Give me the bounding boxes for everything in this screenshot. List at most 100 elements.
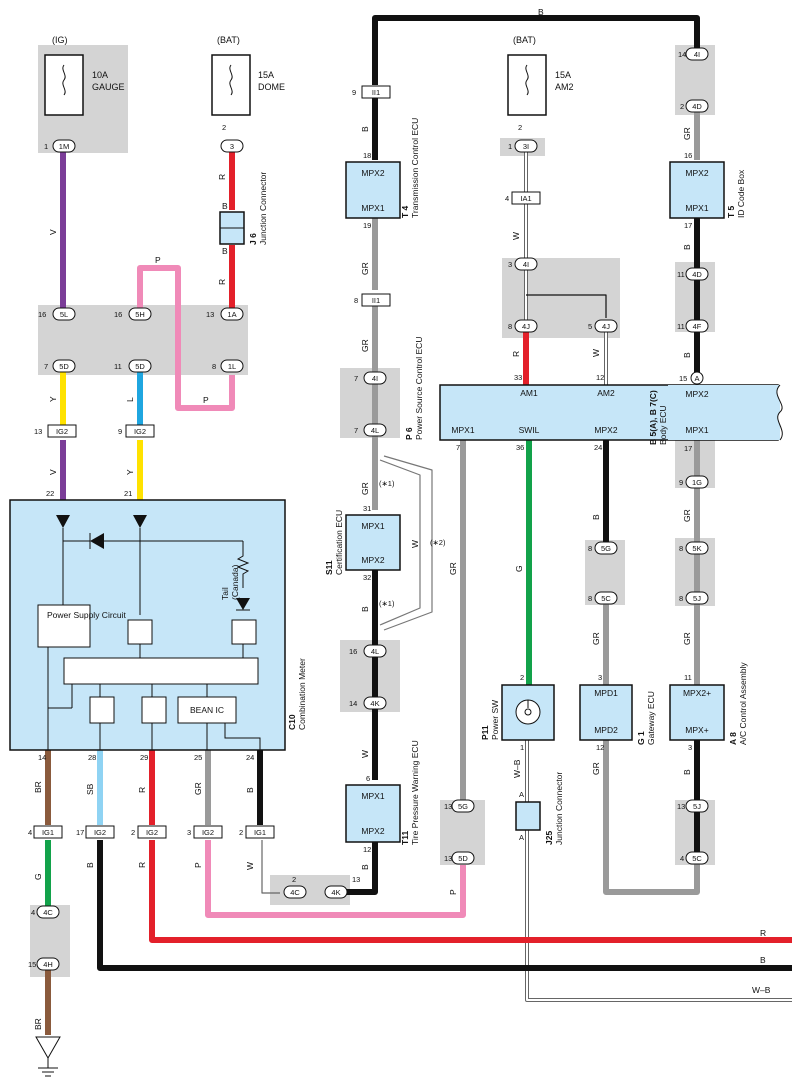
svg-text:SWIL: SWIL bbox=[519, 425, 540, 435]
svg-text:4D: 4D bbox=[692, 270, 702, 279]
connector-5g: 5G bbox=[594, 541, 618, 555]
svg-text:4: 4 bbox=[31, 908, 35, 917]
svg-text:15: 15 bbox=[679, 374, 687, 383]
svg-text:J25: J25 bbox=[544, 831, 554, 845]
svg-text:7: 7 bbox=[456, 443, 460, 452]
fuse-am2-name: AM2 bbox=[555, 82, 574, 92]
connector-ig1-a: IG1 bbox=[33, 825, 63, 839]
svg-text:13: 13 bbox=[444, 854, 452, 863]
svg-text:2: 2 bbox=[518, 123, 522, 132]
fuse-am2-rating: 15A bbox=[555, 70, 571, 80]
connector-1m: 1M bbox=[52, 139, 76, 153]
svg-text:W: W bbox=[245, 862, 255, 870]
svg-text:MPX2: MPX2 bbox=[685, 168, 708, 178]
connector-4h: 4H bbox=[36, 957, 60, 971]
connector-5j-2: 5J bbox=[685, 799, 709, 813]
svg-text:MPX1: MPX1 bbox=[685, 425, 708, 435]
connector-ii1-a: II1 bbox=[361, 85, 391, 99]
component-t11: MPX1 MPX2 T11 Tire Pressure Warning ECU bbox=[345, 740, 420, 845]
connector-4i-2: 4I bbox=[514, 257, 538, 271]
pin-numbers: 1 2 16 7 16 11 13 8 13 9 22 21 9 18 19 8… bbox=[28, 50, 692, 969]
svg-text:GR: GR bbox=[448, 562, 458, 575]
svg-text:14: 14 bbox=[678, 50, 686, 59]
svg-text:4J: 4J bbox=[602, 322, 610, 331]
svg-text:A/C Control Assembly: A/C Control Assembly bbox=[738, 662, 748, 745]
svg-text:Y: Y bbox=[48, 396, 58, 402]
svg-text:S11: S11 bbox=[324, 560, 334, 575]
component-c10: Power Supply Circuit BEAN IC Tail (Canad… bbox=[9, 499, 307, 751]
svg-text:(Canada): (Canada) bbox=[230, 564, 240, 600]
connector-5d-3: 5D bbox=[451, 851, 475, 865]
svg-text:14: 14 bbox=[38, 753, 46, 762]
connector-ig2-e: IG2 bbox=[193, 825, 223, 839]
svg-text:5J: 5J bbox=[693, 594, 701, 603]
svg-text:A: A bbox=[519, 790, 524, 799]
connector-4l: 4L bbox=[363, 423, 387, 437]
svg-text:5: 5 bbox=[588, 322, 592, 331]
svg-text:Y: Y bbox=[125, 469, 135, 475]
svg-text:8: 8 bbox=[679, 594, 683, 603]
svg-text:17: 17 bbox=[684, 221, 692, 230]
component-p11: P11 Power SW bbox=[480, 684, 555, 741]
svg-text:W: W bbox=[511, 232, 521, 240]
svg-text:GR: GR bbox=[193, 782, 203, 795]
component-t5: MPX2 MPX1 T 5 ID Code Box bbox=[669, 161, 746, 219]
svg-text:12: 12 bbox=[596, 373, 604, 382]
svg-text:2: 2 bbox=[222, 123, 226, 132]
wire-w-loop2 bbox=[383, 455, 433, 631]
svg-text:5D: 5D bbox=[59, 362, 69, 371]
svg-text:R: R bbox=[760, 928, 766, 938]
svg-text:2: 2 bbox=[131, 828, 135, 837]
component-b5: MPX2 MPX1 B 5(A), B 7(C) Body ECU bbox=[648, 384, 783, 445]
svg-text:IG2: IG2 bbox=[56, 427, 68, 436]
svg-text:4L: 4L bbox=[371, 647, 379, 656]
svg-text:Certification ECU: Certification ECU bbox=[334, 510, 344, 575]
svg-text:GR: GR bbox=[360, 262, 370, 275]
svg-text:R: R bbox=[217, 279, 227, 285]
svg-text:5G: 5G bbox=[458, 802, 468, 811]
component-j6: J 6 Junction Connector bbox=[219, 172, 268, 245]
svg-text:9: 9 bbox=[118, 427, 122, 436]
component-g1: MPD1 MPD2 G 1 Gateway ECU bbox=[579, 684, 656, 745]
fuse-dome: (BAT) 15A DOME bbox=[211, 35, 285, 116]
svg-text:R: R bbox=[217, 174, 227, 180]
svg-text:5H: 5H bbox=[135, 310, 145, 319]
wire-wb bbox=[525, 740, 792, 1002]
connector-4l-2: 4L bbox=[363, 644, 387, 658]
svg-text:GR: GR bbox=[682, 632, 692, 645]
svg-text:BR: BR bbox=[33, 781, 43, 793]
svg-text:16: 16 bbox=[38, 310, 46, 319]
svg-text:28: 28 bbox=[88, 753, 96, 762]
svg-text:GR: GR bbox=[360, 482, 370, 495]
svg-text:13: 13 bbox=[677, 802, 685, 811]
svg-text:C10: C10 bbox=[287, 714, 297, 730]
svg-text:MPX2: MPX2 bbox=[685, 389, 708, 399]
svg-text:5D: 5D bbox=[135, 362, 145, 371]
svg-text:4K: 4K bbox=[331, 888, 340, 897]
svg-text:14: 14 bbox=[349, 699, 357, 708]
svg-text:MPX1: MPX1 bbox=[361, 521, 384, 531]
wire-w-meter bbox=[261, 840, 280, 894]
svg-text:A: A bbox=[519, 833, 524, 842]
svg-text:5L: 5L bbox=[60, 310, 68, 319]
svg-text:MPX1: MPX1 bbox=[685, 203, 708, 213]
fuse-dome-source: (BAT) bbox=[217, 35, 240, 45]
svg-text:1: 1 bbox=[520, 743, 524, 752]
svg-text:W–B: W–B bbox=[752, 985, 771, 995]
svg-text:Power Supply Circuit: Power Supply Circuit bbox=[47, 610, 127, 620]
svg-text:11: 11 bbox=[684, 673, 692, 682]
connector-1g: 1G bbox=[685, 475, 709, 489]
svg-text:3: 3 bbox=[598, 673, 602, 682]
connector-4i: 4I bbox=[363, 371, 387, 385]
svg-text:(∗1): (∗1) bbox=[379, 479, 395, 488]
svg-text:4: 4 bbox=[680, 854, 684, 863]
svg-text:W: W bbox=[591, 349, 601, 357]
svg-text:IG1: IG1 bbox=[42, 828, 54, 837]
svg-text:P: P bbox=[448, 889, 458, 895]
svg-text:R: R bbox=[137, 862, 147, 868]
svg-text:3: 3 bbox=[688, 743, 692, 752]
connectors: 1M 3 5L 5D 5H 5D 1A 1L IG2 IG2 II1 II1 4… bbox=[33, 47, 709, 971]
connector-4k-2: 4K bbox=[324, 885, 348, 899]
component-j25: J25 Junction Connector bbox=[515, 772, 564, 845]
